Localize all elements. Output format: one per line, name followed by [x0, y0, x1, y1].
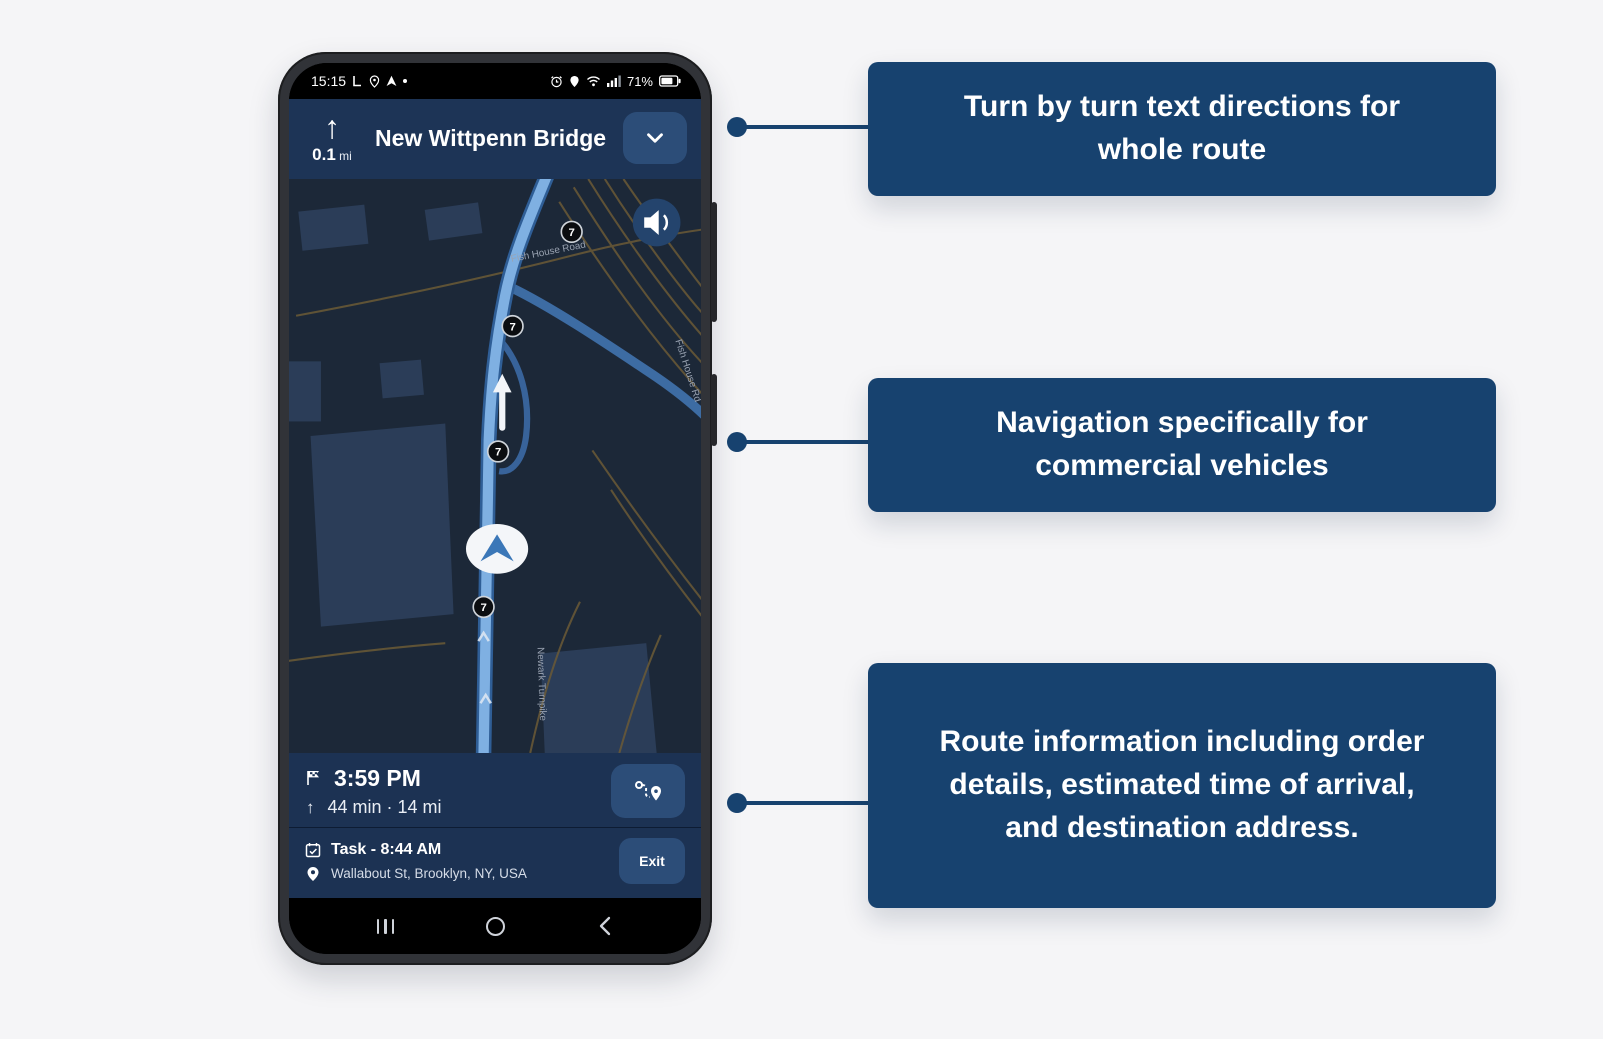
svg-text:7: 7	[569, 227, 575, 239]
street-label: Newark Turnpike	[534, 647, 548, 722]
status-bar: 15:15 71%	[289, 63, 701, 99]
instruction-text: New Wittpenn Bridge	[375, 124, 607, 151]
expand-directions-button[interactable]	[623, 112, 687, 164]
speed-badge: 7	[472, 595, 495, 619]
task-title-row: Task - 8:44 AM	[305, 841, 609, 859]
status-bar-left: 15:15	[311, 73, 408, 89]
remaining-row: ↑ 44 min · 14 mi	[305, 797, 601, 818]
signal-icon	[606, 75, 621, 87]
route-badges: 7 7 7 7	[472, 220, 583, 619]
arrival-time: 3:59 PM	[334, 764, 421, 791]
callout-turn-by-turn: Turn by turn text directions for whole r…	[868, 62, 1496, 196]
task-address-row: Wallabout St, Brooklyn, NY, USA	[305, 866, 609, 882]
task-info: Task - 8:44 AM Wallabout St, Brooklyn, N…	[305, 841, 609, 882]
alarm-icon	[551, 75, 562, 87]
speed-badge: 7	[486, 440, 510, 463]
callout-text: Navigation specifically for commercial v…	[996, 406, 1368, 482]
speed-badge: 7	[501, 314, 524, 338]
task-title: Task - 8:44 AM	[331, 840, 442, 858]
callout-connector-line	[737, 440, 868, 444]
maneuver-distance: 0.1 mi	[312, 145, 352, 164]
svg-text:7: 7	[480, 602, 486, 614]
callout-text: Turn by turn text directions for whole r…	[963, 90, 1401, 166]
callout-connector-dot	[727, 432, 747, 452]
location-notification-icon	[369, 74, 380, 88]
gps-icon	[570, 75, 579, 87]
volume-rocker[interactable]	[711, 202, 717, 322]
map-secondary-road	[507, 282, 701, 419]
phone-screen: 15:15 71% ↑ 0.1 mi New Wittpenn Bridge	[289, 63, 701, 954]
notification-dot	[403, 79, 408, 83]
battery-percent: 71%	[626, 73, 653, 89]
home-button[interactable]	[486, 916, 506, 936]
lane-arrow-icon	[492, 373, 512, 431]
speaker-icon	[644, 210, 659, 235]
task-panel: Task - 8:44 AM Wallabout St, Brooklyn, N…	[289, 827, 701, 898]
straight-arrow-icon: ↑	[324, 109, 340, 145]
callout-connector-line	[737, 125, 868, 129]
callout-commercial-navigation: Navigation specifically for commercial v…	[868, 378, 1496, 512]
navigation-notification-icon	[386, 75, 397, 86]
map-roads	[289, 179, 701, 753]
phone-mockup: 15:15 71% ↑ 0.1 mi New Wittpenn Bridge	[278, 52, 717, 965]
task-calendar-icon	[305, 842, 321, 857]
route-line	[478, 179, 552, 753]
svg-text:7: 7	[509, 321, 515, 333]
speed-badge: 7	[560, 220, 583, 244]
eta-info: 3:59 PM ↑ 44 min · 14 mi	[305, 765, 601, 818]
eta-row: 3:59 PM	[305, 765, 601, 792]
map-buildings	[289, 202, 657, 753]
eta-panel: 3:59 PM ↑ 44 min · 14 mi	[289, 753, 701, 827]
back-button[interactable]	[597, 915, 613, 937]
battery-icon	[659, 75, 681, 87]
maneuver-block: ↑ 0.1 mi	[303, 111, 361, 165]
svg-text:7: 7	[495, 447, 501, 459]
time-distance-remaining: 44 min · 14 mi	[327, 796, 442, 817]
status-time: 15:15	[311, 73, 347, 89]
chevron-down-icon	[647, 133, 663, 143]
callout-connector-dot	[727, 793, 747, 813]
turn-instruction-header: ↑ 0.1 mi New Wittpenn Bridge	[289, 99, 701, 179]
app-notification-icon	[353, 76, 362, 87]
callout-text: Route information including order detail…	[939, 725, 1425, 844]
callout-route-information: Route information including order detail…	[868, 663, 1496, 908]
map-ramp	[492, 332, 531, 475]
recents-button[interactable]	[376, 918, 395, 934]
back-chevron-icon	[600, 916, 611, 936]
navigation-map[interactable]: 7 7 7 7	[289, 179, 701, 753]
callout-connector-dot	[727, 117, 747, 137]
exit-navigation-button[interactable]: Exit	[619, 838, 685, 884]
destination-address: Wallabout St, Brooklyn, NY, USA	[331, 866, 527, 881]
distance-arrow-icon: ↑	[306, 797, 315, 817]
android-navigation-bar	[289, 898, 701, 954]
finish-flag-icon	[307, 771, 319, 785]
current-location-indicator	[465, 524, 529, 574]
voice-mute-button[interactable]	[632, 198, 681, 247]
route-overview-icon	[635, 780, 661, 800]
callout-connector-line	[737, 801, 868, 805]
route-overview-button[interactable]	[611, 764, 685, 818]
destination-pin-icon	[307, 866, 319, 881]
status-bar-right: 71%	[550, 74, 681, 89]
power-button[interactable]	[711, 374, 717, 446]
route-direction-chevrons	[477, 630, 492, 704]
map-canvas: 7 7 7 7	[289, 179, 701, 753]
wifi-icon	[586, 76, 600, 87]
